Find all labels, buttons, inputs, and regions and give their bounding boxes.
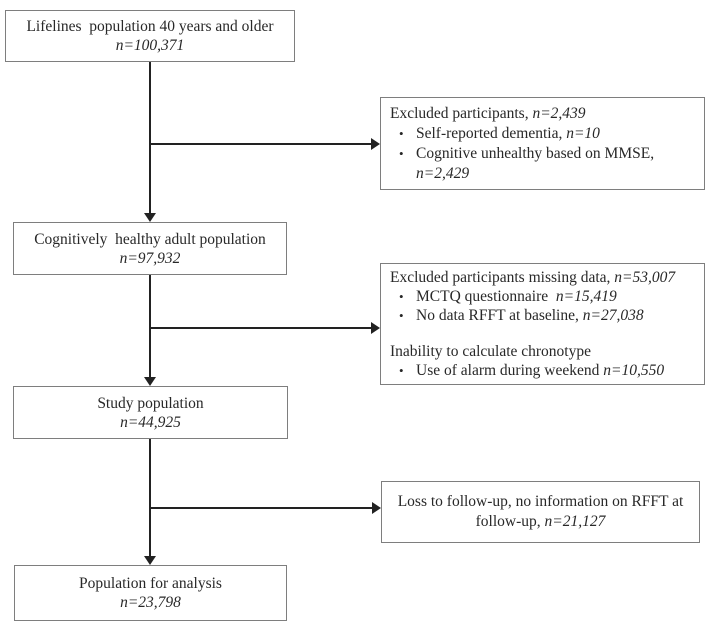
branch-line-3 — [150, 507, 372, 509]
box-study-population: Study population n=44,925 — [13, 386, 288, 439]
box-n-value: n=97,932 — [119, 249, 181, 267]
box-title: Study population — [97, 394, 204, 412]
box-n-value: n=44,925 — [120, 413, 181, 431]
connector-line-3 — [149, 439, 151, 556]
bullet-item: • MCTQ questionnaire n=15,419 — [390, 287, 698, 306]
bullet-item: • Use of alarm during weekend n=10,550 — [390, 361, 698, 380]
arrow-down-icon — [144, 377, 156, 386]
arrow-down-icon — [144, 556, 156, 565]
side-box-header: Excluded participants, n=2,439 — [390, 104, 586, 122]
box-n-value: n=100,371 — [115, 37, 185, 54]
box-title: Population for analysis — [79, 575, 222, 592]
box-excluded-participants: Excluded participants, n=2,439 • Self-re… — [380, 97, 705, 190]
box-excluded-missing-data: Excluded participants missing data, n=53… — [380, 263, 705, 385]
bullet-icon: • — [399, 125, 404, 141]
box-cognitively-healthy: Cognitively healthy adult population n=9… — [13, 222, 287, 275]
arrow-right-icon — [372, 502, 381, 514]
arrow-right-icon — [371, 322, 380, 334]
bullet-icon: • — [399, 363, 404, 378]
branch-line-1 — [150, 143, 371, 145]
branch-line-2 — [150, 327, 371, 329]
connector-line-1 — [149, 62, 151, 214]
bullet-icon: • — [399, 289, 404, 304]
bullet-item: • No data RFFT at baseline, n=27,038 — [390, 306, 698, 325]
box-population-for-analysis: Population for analysis n=23,798 — [14, 565, 287, 621]
box-title: Cognitively healthy adult population — [34, 230, 266, 248]
side-box-line: follow-up, n=21,127 — [475, 513, 606, 530]
blank-line — [390, 325, 698, 342]
box-loss-to-followup: Loss to follow-up, no information on RFF… — [381, 481, 700, 543]
side-box-header: Excluded participants missing data, n=53… — [390, 269, 676, 286]
box-n-value: n=23,798 — [120, 594, 181, 611]
side-box-line: Loss to follow-up, no information on RFF… — [397, 493, 684, 510]
bullet-icon: • — [399, 308, 404, 323]
box-lifelines-population: Lifelines population 40 years and older … — [5, 10, 295, 62]
arrow-right-icon — [371, 138, 380, 150]
arrow-down-icon — [144, 213, 156, 222]
bullet-icon: • — [399, 145, 404, 161]
box-title: Lifelines population 40 years and older — [26, 18, 274, 35]
connector-line-2 — [149, 275, 151, 378]
bullet-item: • Cognitive unhealthy based on MMSE, n=2… — [390, 144, 698, 184]
side-box-subheader: Inability to calculate chronotype — [390, 343, 591, 360]
bullet-item: • Self-reported dementia, n=10 — [390, 124, 698, 144]
